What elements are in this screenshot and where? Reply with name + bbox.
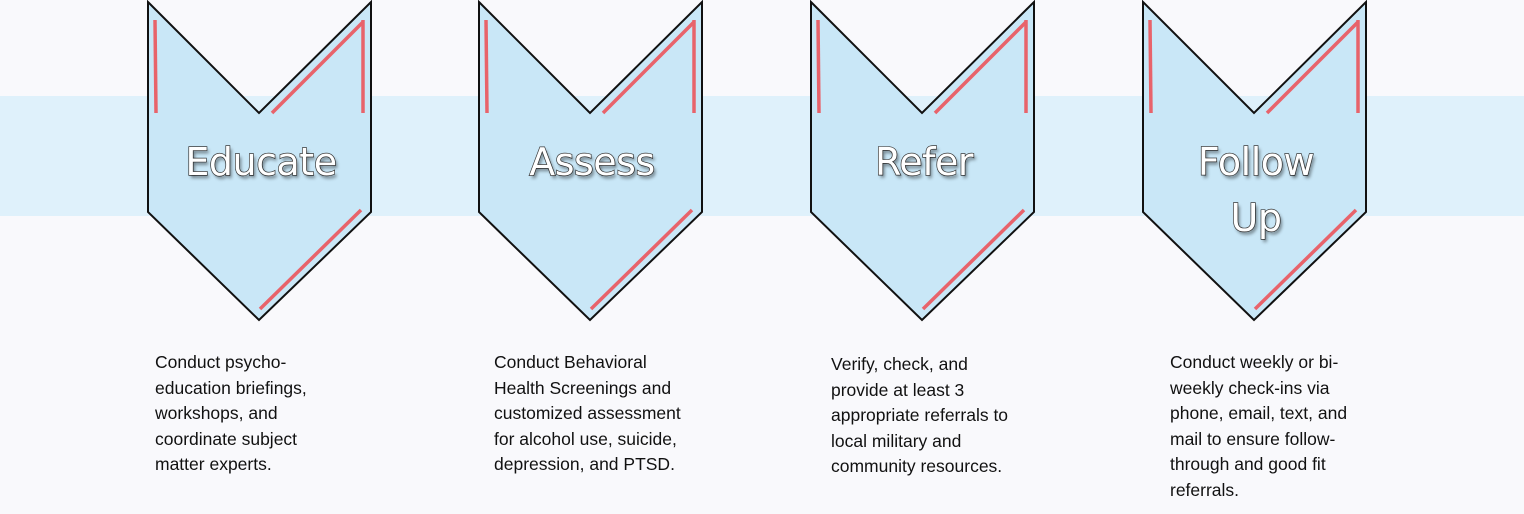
step-title: Assess <box>529 139 656 184</box>
step-title: Educate <box>185 139 338 184</box>
chevron-shape <box>147 0 372 322</box>
accent-line <box>589 208 694 311</box>
step-description: Verify, check, and provide at least 3 ap… <box>831 354 1009 476</box>
accent-line <box>153 19 158 114</box>
accent-line <box>921 208 1026 311</box>
accent-line <box>484 19 489 114</box>
chevron-assess: Assess <box>477 0 707 326</box>
chevron-shape <box>1142 0 1367 322</box>
chevron-refer: Refer <box>809 0 1039 326</box>
chevron-shape <box>810 0 1035 322</box>
accent-line <box>1265 20 1360 115</box>
step-description: Conduct weekly or bi- weekly check-ins v… <box>1170 352 1348 500</box>
step-description: Conduct Behavioral Health Screenings and… <box>494 352 681 474</box>
chevron-follow-up: Follow Up <box>1141 0 1371 326</box>
step-title: Follow Up <box>1197 139 1315 240</box>
accent-line <box>1253 208 1358 311</box>
accent-line <box>1148 19 1153 114</box>
accent-line <box>933 20 1028 115</box>
accent-line <box>816 19 821 114</box>
accent-line <box>601 20 696 115</box>
accent-line <box>270 20 365 115</box>
accent-line <box>258 208 363 311</box>
step-description: Conduct psycho- education briefings, wor… <box>155 352 307 474</box>
chevron-shape <box>478 0 703 322</box>
step-title: Refer <box>874 139 974 184</box>
chevron-educate: Educate <box>146 0 376 326</box>
